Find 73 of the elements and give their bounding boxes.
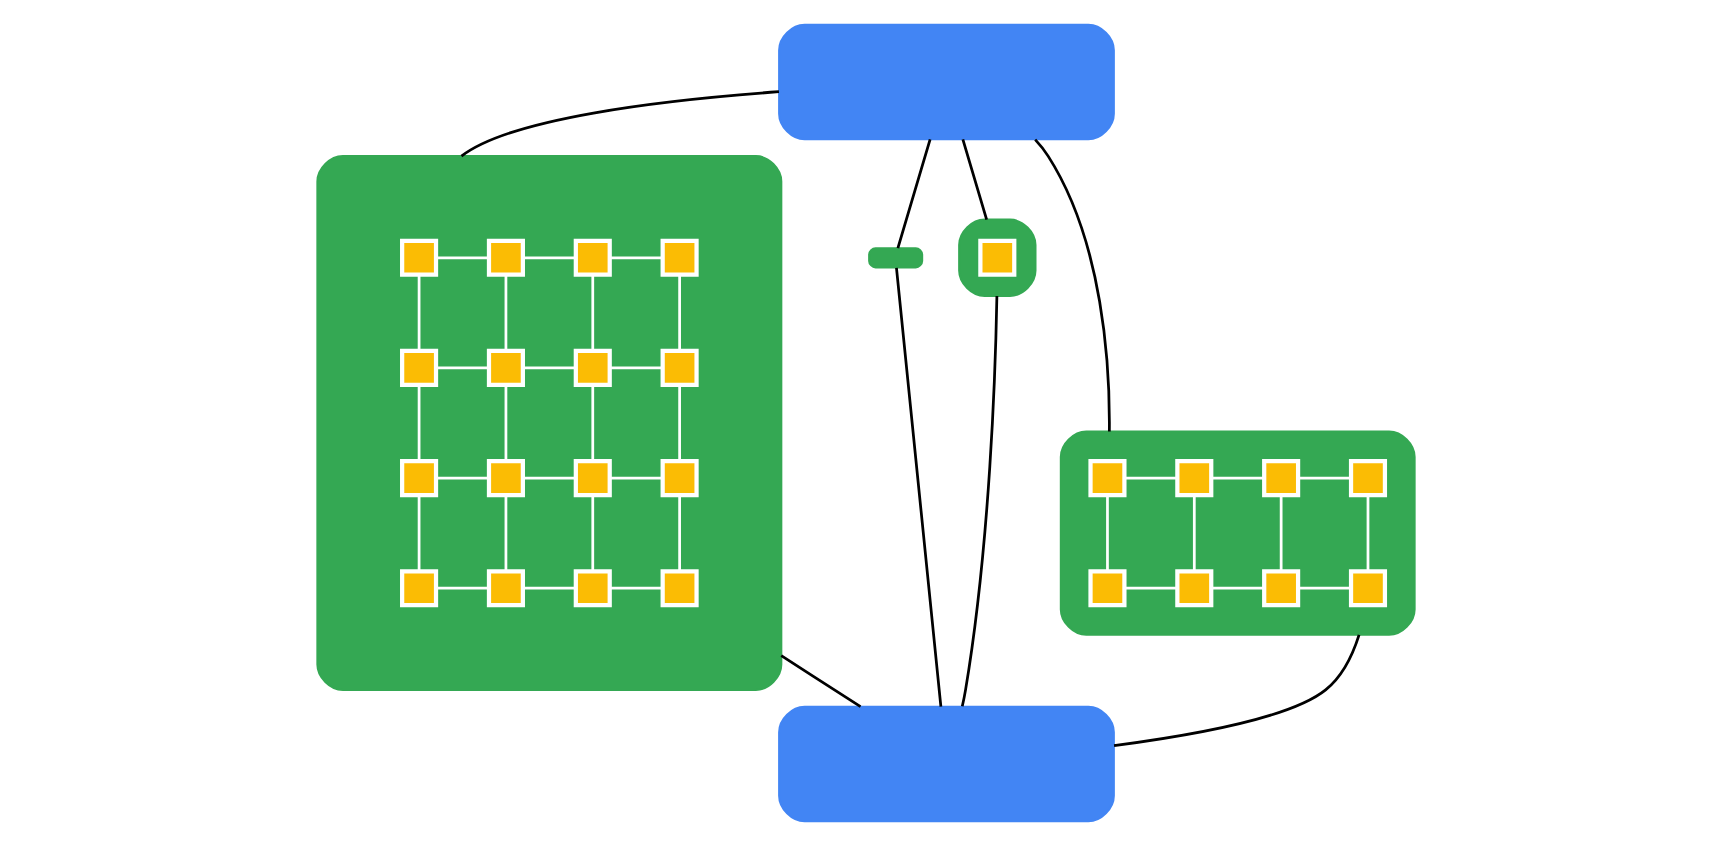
connector (504, 275, 508, 351)
node-box (486, 569, 525, 608)
node-box (660, 569, 699, 608)
node-box (400, 238, 439, 277)
node-box (573, 569, 612, 608)
connector (609, 366, 663, 370)
connector (1124, 476, 1177, 480)
connector (960, 295, 999, 707)
node-box (400, 569, 439, 608)
node-box (486, 459, 525, 498)
connector (609, 256, 663, 260)
node-box (573, 238, 612, 277)
connector (504, 495, 508, 572)
node-box (1175, 569, 1214, 608)
node-box (486, 348, 525, 387)
node-box (400, 459, 439, 498)
node-box (486, 238, 525, 277)
connector (1211, 586, 1264, 590)
node-box (978, 238, 1017, 277)
node-box (660, 459, 699, 498)
connector (417, 275, 421, 351)
cluster (958, 218, 1037, 297)
connector (522, 586, 576, 590)
connector (1106, 495, 1109, 572)
node-box (778, 705, 1115, 823)
connector (896, 138, 932, 249)
node-box (1262, 569, 1301, 608)
connector (1124, 586, 1177, 590)
connector (780, 654, 862, 708)
connector (436, 476, 489, 480)
connector (895, 267, 943, 707)
connector (436, 586, 489, 590)
connector (678, 385, 681, 461)
connector (1279, 495, 1283, 572)
node-box (1088, 569, 1127, 608)
connector (436, 366, 489, 370)
connector (460, 90, 780, 158)
node-box (778, 23, 1115, 141)
connector (591, 385, 595, 461)
connector (1034, 138, 1111, 432)
connector (678, 495, 681, 572)
connector (609, 586, 663, 590)
connector (609, 476, 663, 480)
node-box (1175, 459, 1214, 498)
connector (1366, 495, 1370, 572)
connector (591, 495, 595, 572)
connector (1192, 495, 1196, 572)
cluster (1059, 430, 1416, 636)
node-box (573, 348, 612, 387)
connector (522, 256, 576, 260)
connector (1113, 634, 1361, 748)
node-box (868, 247, 924, 269)
connector (436, 256, 489, 260)
node-box (573, 459, 612, 498)
node-box (400, 348, 439, 387)
connector (417, 495, 421, 572)
node-box (1088, 459, 1127, 498)
node-box (1348, 459, 1388, 498)
connector (1298, 476, 1351, 480)
connector (591, 275, 595, 351)
connector (1298, 586, 1351, 590)
node-box (660, 238, 699, 277)
node-box (660, 348, 699, 387)
connector (961, 138, 988, 221)
connector (522, 366, 576, 370)
connector (522, 476, 576, 480)
cluster (316, 155, 783, 691)
connector (678, 275, 681, 351)
node-box (1262, 459, 1301, 498)
connector (504, 385, 508, 461)
connector (1211, 476, 1264, 480)
connector (417, 385, 421, 461)
node-box (1348, 569, 1388, 608)
